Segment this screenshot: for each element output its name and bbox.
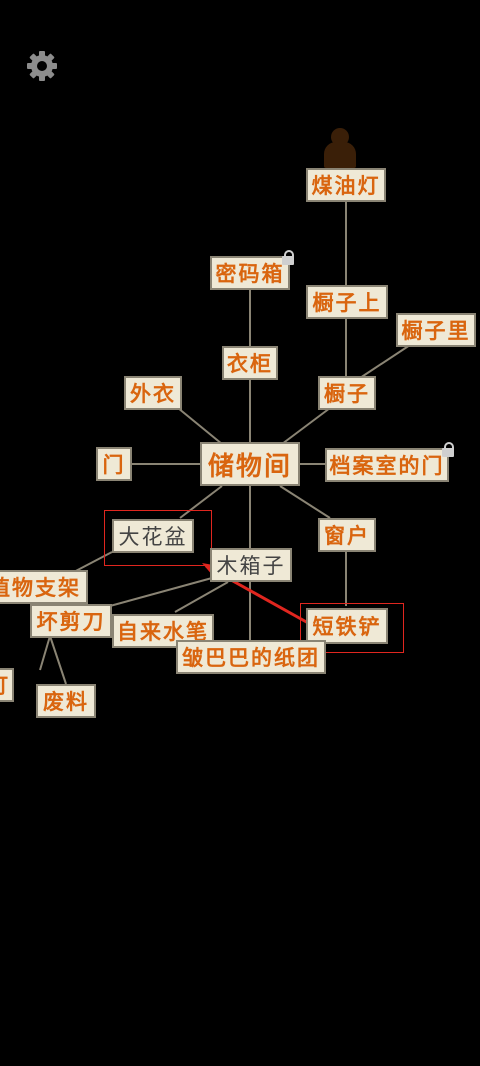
node-door[interactable]: 门 (96, 447, 132, 481)
link-scissors-scrap (49, 635, 67, 685)
node-broken-scissors[interactable]: 坏剪刀 (30, 604, 112, 638)
node-wooden-box[interactable]: 木箱子 (210, 548, 292, 582)
link-cabinet-storage (281, 407, 331, 445)
node-big-flowerpot[interactable]: 大花盆 (112, 519, 194, 553)
node-wardrobe[interactable]: 衣柜 (222, 346, 278, 380)
node-cabinet[interactable]: 橱子 (318, 376, 376, 410)
node-archive-door[interactable]: 档案室的门 (325, 448, 449, 482)
link-storage-window (279, 485, 331, 519)
gear-icon[interactable] (24, 48, 60, 84)
node-kerosene-lamp[interactable]: 煤油灯 (306, 168, 386, 202)
link-storage-flowerpot (179, 485, 223, 519)
node-plant-stand[interactable]: 植物支架 (0, 570, 88, 604)
node-crumpled-paper[interactable]: 皱巴巴的纸团 (176, 640, 326, 674)
link-coat-storage (177, 407, 223, 445)
hint-highlight-shovel (300, 603, 404, 653)
hint-highlight-flowerpot (104, 510, 212, 566)
node-fountain-pen[interactable]: 自来水笔 (112, 614, 214, 648)
node-partial-left[interactable]: 钉 (0, 668, 14, 702)
node-cabinet-inside[interactable]: 橱子里 (396, 313, 476, 347)
node-storage-room[interactable]: 储物间 (200, 442, 300, 486)
node-password-box[interactable]: 密码箱 (210, 256, 290, 290)
node-cabinet-top[interactable]: 橱子上 (306, 285, 388, 319)
node-scrap[interactable]: 废料 (36, 684, 96, 718)
node-coat[interactable]: 外衣 (124, 376, 182, 410)
link-cabinet-inside-cabinet (359, 344, 411, 379)
link-scissors-left (39, 635, 51, 671)
node-short-shovel[interactable]: 短铁铲 (306, 608, 388, 644)
lock-icon (282, 250, 294, 265)
character-silhouette (322, 128, 358, 168)
node-window[interactable]: 窗户 (318, 518, 376, 552)
link-woodbox-pen (174, 581, 229, 613)
lock-icon (442, 442, 454, 457)
